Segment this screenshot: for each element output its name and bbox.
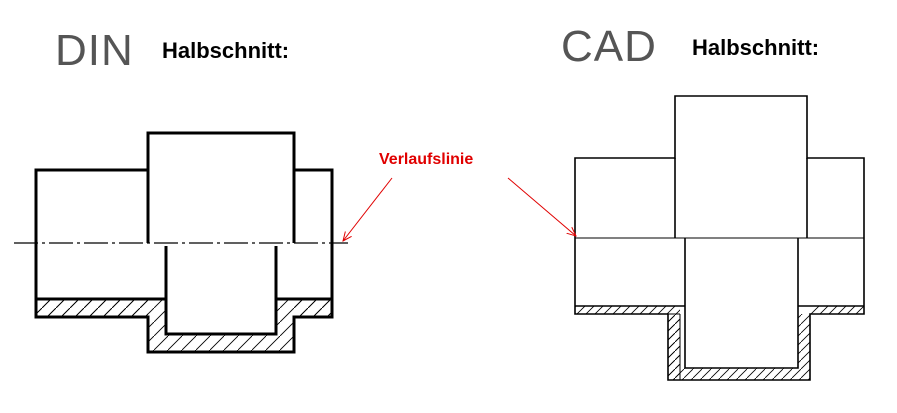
din-drawing	[14, 131, 348, 354]
arrow-to-din	[343, 177, 393, 241]
cad-halbschnitt-title: Halbschnitt:	[692, 35, 820, 60]
din-hatch-band	[36, 299, 332, 352]
din-halbschnitt-title: Halbschnitt:	[162, 38, 290, 63]
din-outer-contour	[34, 131, 334, 354]
arrow-to-cad	[507, 177, 576, 236]
cad-heading: CAD	[561, 22, 657, 71]
din-hatch-walls	[148, 299, 294, 334]
cad-drawing	[574, 95, 865, 381]
din-heading: DIN	[55, 26, 134, 75]
verlaufslinie-label: Verlaufslinie	[379, 151, 474, 168]
verlaufslinie-arrows	[343, 177, 576, 241]
